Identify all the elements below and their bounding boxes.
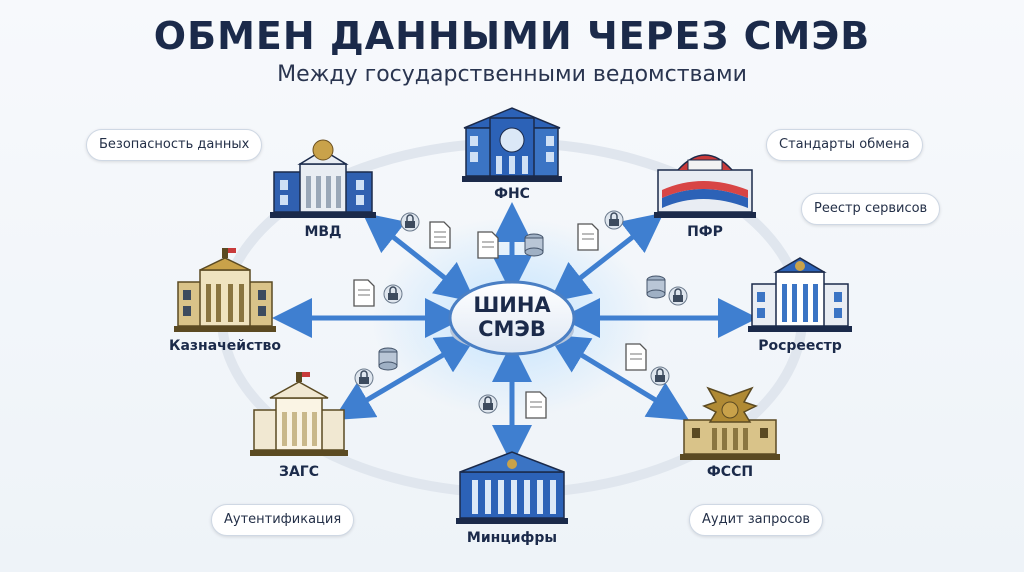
tag-registry: Реестр сервисов: [801, 193, 941, 225]
fns-building-icon: [462, 107, 562, 182]
fssp-building-icon: [680, 386, 780, 460]
agency-label-mintsifry: Минцифры: [466, 530, 558, 546]
zags-building-icon: [250, 372, 348, 456]
treasury-building-icon: [174, 248, 276, 332]
doc-icon: [577, 223, 599, 251]
agency-label-pfr: ПФР: [687, 224, 723, 240]
lock-icon: [383, 284, 403, 304]
mvd-building-icon: [270, 139, 376, 218]
page-subtitle: Между государственными ведомствами: [277, 62, 747, 87]
page-title: ОБМЕН ДАННЫМИ ЧЕРЕЗ СМЭВ: [153, 14, 871, 58]
database-icon: [646, 275, 666, 299]
hub-smev: ШИНА СМЭВ: [448, 280, 576, 356]
hub-line1: ШИНА: [473, 293, 551, 317]
agency-label-rosreestr: Росреестр: [758, 338, 842, 354]
hub-line2: СМЭВ: [478, 317, 546, 341]
agency-label-zags: ЗАГС: [279, 464, 319, 480]
tag-auth: Аутентификация: [211, 504, 355, 536]
lock-icon: [478, 394, 498, 414]
lock-icon: [668, 286, 688, 306]
tag-security: Безопасность данных: [86, 129, 263, 161]
agency-label-fssp: ФССП: [706, 464, 754, 480]
doc-icon: [353, 279, 375, 307]
database-icon: [378, 347, 398, 371]
doc-icon: [525, 391, 547, 419]
lock-icon: [604, 210, 624, 230]
agency-label-fns: ФНС: [494, 186, 530, 202]
pfr-building-icon: [654, 154, 756, 218]
lock-icon: [650, 366, 670, 386]
agency-label-mvd: МВД: [304, 224, 342, 240]
mintsifry-building-icon: [456, 451, 568, 524]
tag-audit: Аудит запросов: [689, 504, 824, 536]
lock-icon: [400, 212, 420, 232]
arrow-zags: [332, 334, 478, 421]
lock-icon: [354, 368, 374, 388]
tag-standards: Стандарты обмена: [766, 129, 923, 161]
agency-label-treasury: Казначейство: [169, 338, 281, 354]
arrow-mvd: [362, 212, 476, 303]
arrow-fssp: [547, 334, 690, 421]
doc-icon: [625, 343, 647, 371]
rosreestr-building-icon: [748, 257, 852, 332]
database-icon: [524, 233, 544, 257]
doc-icon: [429, 221, 451, 249]
arrow-pfr: [549, 212, 664, 303]
doc-icon: [477, 231, 499, 259]
